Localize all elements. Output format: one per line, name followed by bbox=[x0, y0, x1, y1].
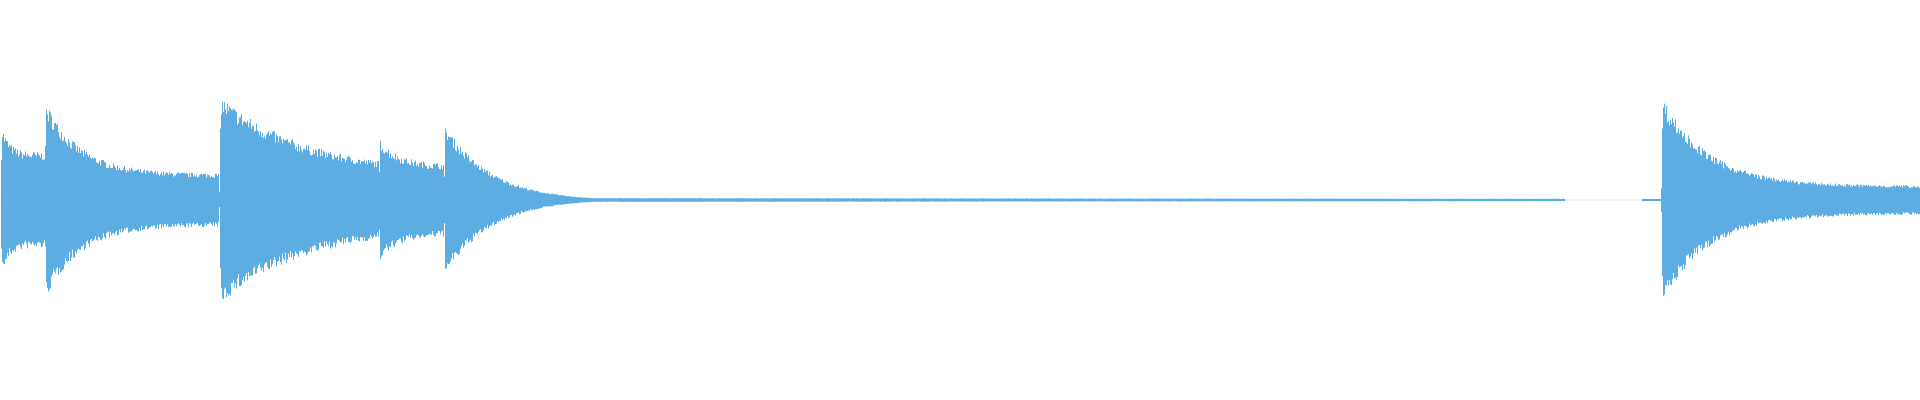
waveform-envelope bbox=[1, 101, 1920, 300]
